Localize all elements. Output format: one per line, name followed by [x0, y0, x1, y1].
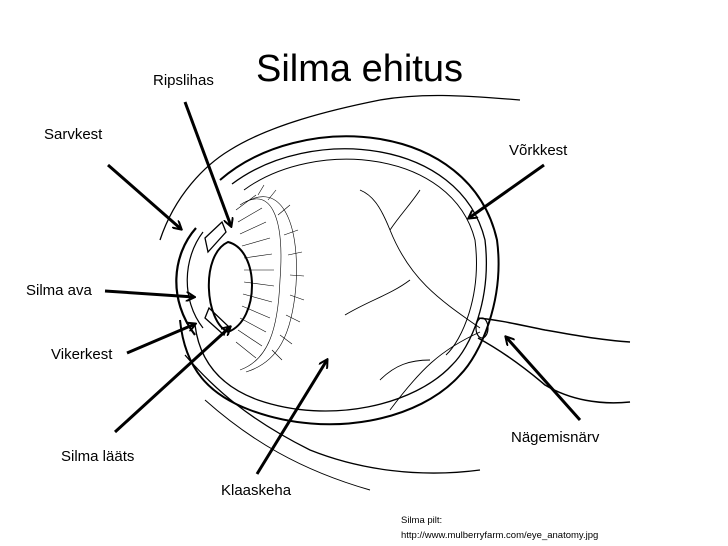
retina-outline	[243, 158, 477, 356]
arrow-nagemisnarv	[506, 337, 582, 421]
label-klaaskeha: Klaaskeha	[221, 482, 292, 499]
choroid-outline	[194, 148, 487, 412]
label-sarvkest: Sarvkest	[44, 126, 103, 143]
credit-line-1: Silma pilt:	[401, 515, 443, 526]
label-vorkkest: Võrkkest	[509, 142, 568, 159]
arrow-ripslihas	[183, 101, 231, 226]
cornea	[175, 227, 197, 336]
sclera-outline	[179, 135, 500, 426]
retinal-vessels	[344, 189, 481, 411]
pointer-arrows	[104, 101, 582, 475]
arrow-vorkkest	[469, 163, 545, 218]
optic-nerve-bottom	[477, 337, 631, 404]
arrow-klaaskeha	[255, 360, 327, 475]
label-ripslihas: Ripslihas	[153, 72, 214, 89]
label-silma-ava: Silma ava	[26, 282, 92, 299]
upper-eyelid	[159, 94, 521, 241]
image-credit: Silma pilt: http://www.mulberryfarm.com/…	[401, 513, 598, 543]
optic-disc	[475, 317, 489, 339]
lower-eyelid-outer	[204, 399, 371, 491]
label-silma-laats: Silma lääts	[61, 448, 135, 465]
arrow-silma-laats	[113, 327, 230, 434]
lower-eyelid	[184, 354, 481, 474]
iris-upper	[204, 220, 227, 254]
optic-nerve-top	[477, 317, 631, 343]
ciliary-fibres	[235, 184, 305, 373]
arrow-sarvkest	[107, 163, 181, 229]
arrow-silma-ava	[104, 289, 194, 297]
label-vikerkest: Vikerkest	[51, 346, 113, 363]
lens	[207, 240, 253, 334]
credit-source-url: http://www.mulberryfarm.com/eye_anatomy.…	[401, 530, 599, 541]
label-nagemisnarv: Nägemisnärv	[511, 429, 600, 446]
page-title: Silma ehitus	[256, 48, 463, 90]
cornea-inner	[186, 231, 204, 329]
arrow-vikerkest	[126, 324, 195, 355]
